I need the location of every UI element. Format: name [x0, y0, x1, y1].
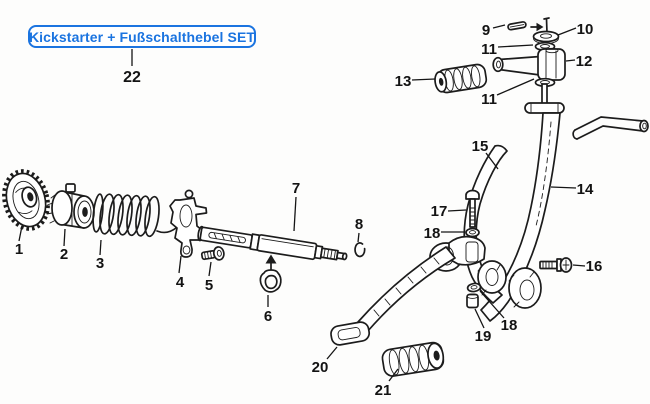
leader-line	[208, 261, 212, 277]
callout-11-lower: 11	[481, 78, 535, 108]
callout-number: 3	[96, 255, 104, 272]
callout-6: 6	[264, 295, 272, 325]
callout-number: 4	[176, 274, 185, 291]
leader-line	[63, 228, 66, 247]
callout-number: 11	[481, 91, 497, 108]
part-pedal-joint	[492, 47, 566, 81]
callout-2: 2	[60, 228, 68, 263]
callout-number: 21	[375, 382, 392, 399]
callout-number: 2	[60, 246, 68, 263]
callout-number: 7	[292, 180, 300, 197]
callout-9: 9	[482, 22, 506, 39]
part-cap-washer	[532, 30, 560, 44]
leader-line	[479, 290, 505, 319]
leader-line	[411, 78, 436, 81]
callout-3: 3	[96, 239, 104, 272]
set-label-box[interactable]: Kickstarter + Fußschalthebel SET	[28, 25, 256, 48]
part-kickstarter-shaft	[197, 225, 348, 261]
part-bolt-right	[539, 257, 573, 273]
callout-number: 11	[481, 41, 497, 58]
part-shift-lever	[330, 246, 456, 346]
part-starter-gear	[2, 169, 50, 231]
part-nut-upper	[465, 227, 480, 238]
leader-line	[474, 308, 485, 329]
leader-line	[447, 209, 467, 212]
leader-line	[388, 368, 399, 382]
callout-16: 16	[572, 258, 603, 275]
callout-11-upper: 11	[481, 41, 534, 58]
leader-line	[18, 225, 23, 242]
callout-7: 7	[292, 180, 300, 232]
callout-number: 13	[395, 73, 412, 90]
part-pin	[507, 17, 550, 34]
part-ratchet-pinion	[46, 183, 95, 229]
callout-18-lower: 18	[479, 290, 518, 334]
part-shift-rubber	[381, 341, 445, 377]
leader-line	[496, 78, 535, 96]
callout-number: 6	[264, 308, 272, 325]
callout-5: 5	[205, 261, 213, 294]
callout-10: 10	[557, 21, 594, 38]
leader-line	[572, 264, 586, 267]
callout-number: 14	[577, 181, 594, 198]
leader-line	[178, 255, 182, 274]
callout-number: 19	[475, 328, 492, 345]
callout-number: 18	[501, 317, 518, 334]
callout-4: 4	[176, 255, 185, 291]
part-clip	[259, 254, 282, 293]
callout-17: 17	[431, 203, 467, 220]
callout-number: 15	[472, 138, 489, 155]
leader-line	[326, 346, 338, 360]
callout-8: 8	[355, 216, 363, 243]
callout-number: 1	[15, 241, 23, 258]
callout-number: 16	[586, 258, 603, 275]
callout-number: 5	[205, 277, 213, 294]
callout-number: 8	[355, 216, 363, 233]
part-long-screw	[465, 189, 480, 228]
callout-number: 18	[424, 225, 441, 242]
right-arrow-icon	[530, 22, 544, 32]
leader-line	[557, 27, 577, 36]
callout-number: 10	[577, 21, 594, 38]
callout-number: 22	[123, 69, 141, 86]
callout-21: 21	[375, 368, 399, 399]
leader-line	[357, 232, 360, 243]
part-pedal-rod	[572, 116, 649, 140]
callout-1: 1	[15, 225, 23, 258]
callout-number: 20	[312, 359, 329, 376]
leader-line	[485, 152, 499, 170]
leader-line	[497, 44, 534, 48]
callout-18-upper: 18	[424, 225, 464, 242]
part-bolt-small	[200, 246, 225, 261]
part-kickstart-rubber	[434, 63, 488, 94]
part-circlip	[354, 242, 366, 258]
part-washer-lower	[534, 77, 556, 88]
callout-number: 9	[482, 22, 490, 39]
callout-14: 14	[550, 181, 594, 198]
callout-12: 12	[565, 53, 593, 70]
leader-line	[99, 239, 102, 256]
callout-number: 17	[431, 203, 448, 220]
part-washer-shift	[466, 282, 482, 293]
leader-line	[492, 24, 506, 29]
callout-13: 13	[395, 73, 436, 90]
part-return-spring	[92, 193, 179, 238]
callout-15: 15	[472, 138, 499, 170]
callout-number: 12	[576, 53, 593, 70]
leader-line	[565, 59, 576, 62]
callout-19: 19	[474, 308, 492, 345]
leader-line	[550, 186, 577, 189]
callout-22: 22	[123, 49, 141, 86]
part-kickstarter-lever	[480, 83, 565, 322]
part-guide-plate	[169, 189, 208, 258]
callout-20: 20	[312, 346, 338, 376]
leader-line	[293, 196, 297, 232]
part-spacer	[466, 293, 479, 309]
